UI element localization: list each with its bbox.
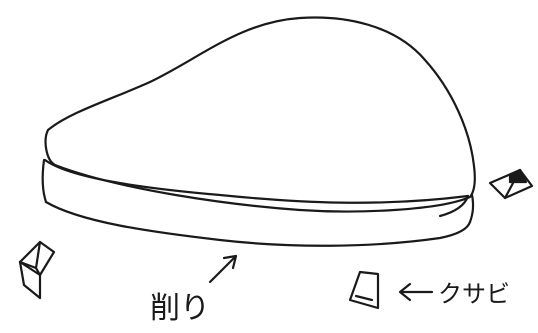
wedge-bottom-left-face xyxy=(18,240,42,277)
wedge-arrow-head xyxy=(398,282,412,302)
cut-label: 削り xyxy=(150,291,210,326)
slab-right-side xyxy=(468,193,475,224)
slab-bottom-edge xyxy=(44,200,472,247)
wedge-bottom-center-inner xyxy=(354,294,374,302)
slab-left-side xyxy=(41,158,48,204)
cut-arrow-shaft xyxy=(208,254,238,284)
wedge-bottom-left-base xyxy=(18,260,42,300)
slab-top-outline xyxy=(44,16,476,213)
wedge-right-edge xyxy=(503,168,522,200)
wedge-label: クサビ xyxy=(438,280,510,308)
wedge-bottom-left xyxy=(18,240,56,277)
slab-top-edge xyxy=(43,158,470,204)
wedge-bottom-center xyxy=(348,270,380,310)
slab-right-inner-curve xyxy=(438,194,470,218)
cut-arrow-head xyxy=(222,254,238,270)
